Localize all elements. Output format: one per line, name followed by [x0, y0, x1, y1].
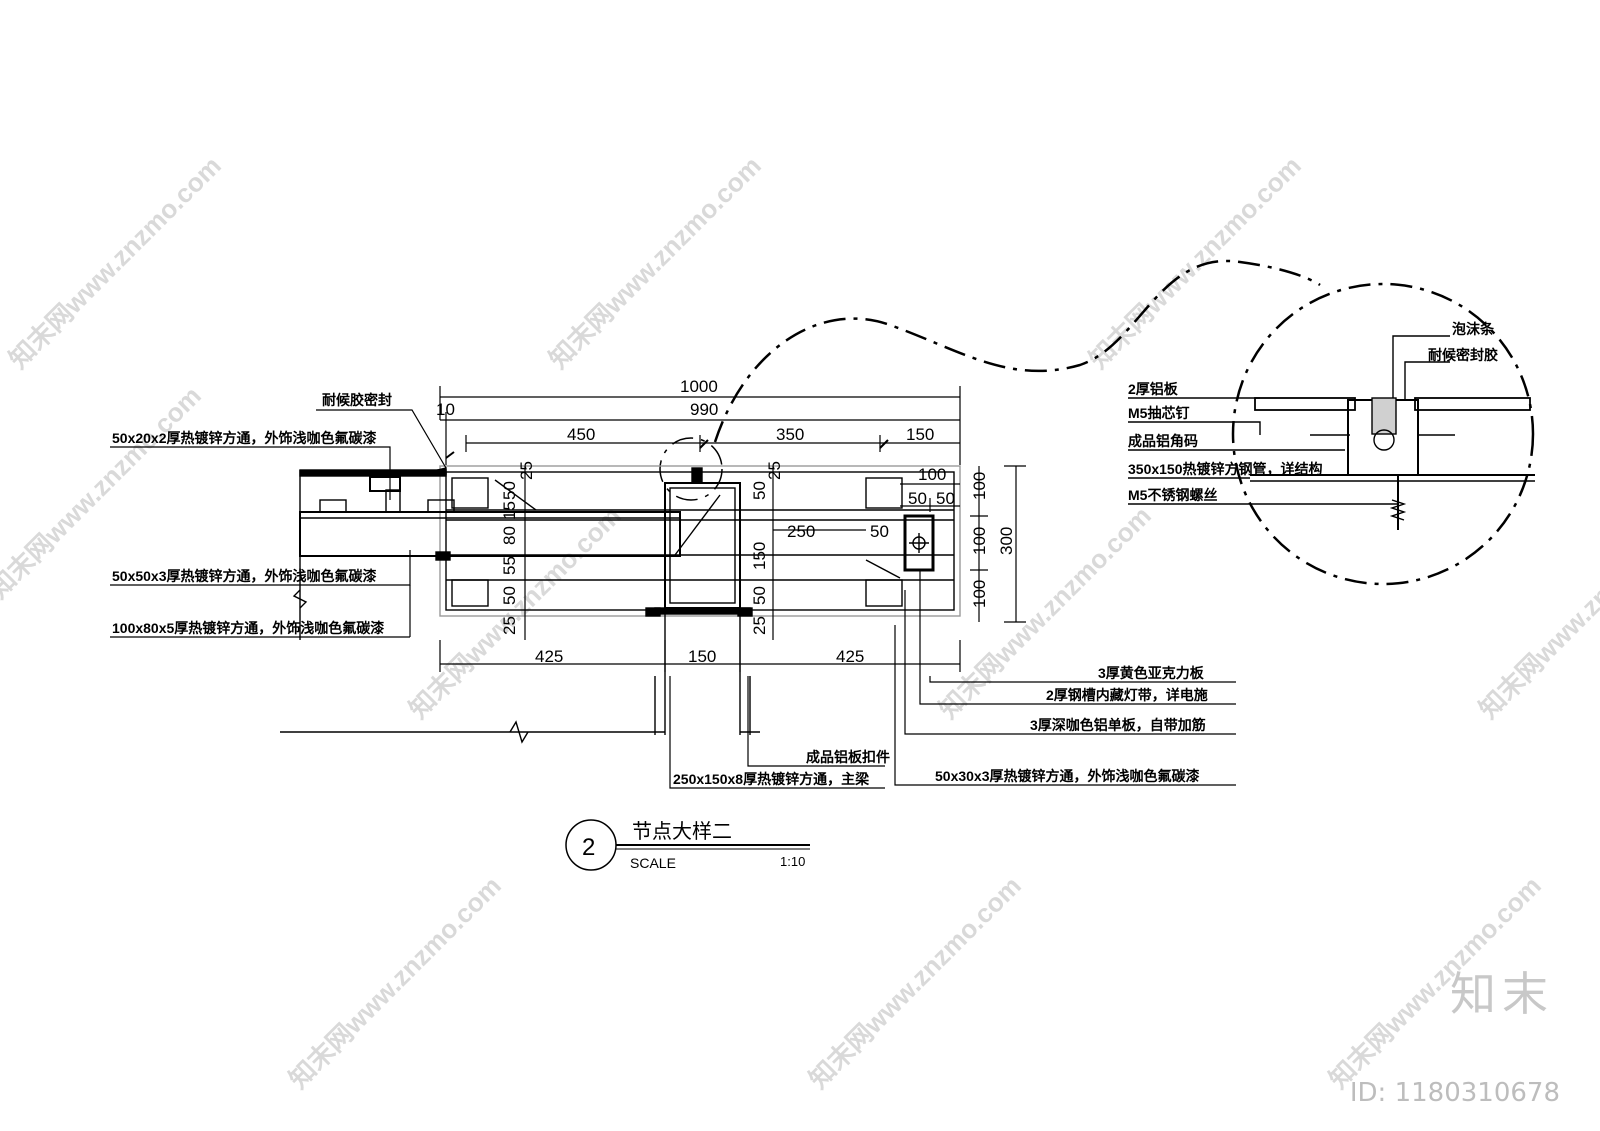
dim-50-right-b: 50 [936, 489, 955, 508]
callout-leader [659, 259, 1535, 586]
label-tube-50x30: 50x30x3厚热镀锌方通，外饰浅咖色氟碳漆 [935, 768, 1200, 784]
detail-title: 节点大样二 [632, 820, 732, 843]
brand-logo: 知末 [1450, 967, 1554, 1021]
scale-value: 1:10 [780, 854, 805, 869]
dim-425-right: 425 [836, 647, 864, 666]
label-tube-100x80: 100x80x5厚热镀锌方通，外饰浅咖色氟碳漆 [112, 620, 384, 636]
dim-100-v3: 100 [970, 580, 989, 608]
dim-25-mid-top: 25 [765, 461, 784, 480]
label-led: 2厚钢槽内藏灯带，详电施 [1046, 687, 1208, 703]
watermark-text: 知末网www.znzmo.com [283, 870, 507, 1094]
dim-25-left-bottom: 25 [500, 616, 519, 635]
dim-990: 990 [690, 400, 718, 419]
label-alu-panel: 3厚深咖色铝单板，自带加筋 [1030, 717, 1206, 733]
detail-number: 2 [582, 834, 595, 861]
scale-label: SCALE [630, 855, 676, 871]
dim-55-left: 55 [500, 556, 519, 575]
dim-450: 450 [567, 425, 595, 444]
dim-300: 300 [997, 527, 1016, 555]
dim-150: 150 [906, 425, 934, 444]
dim-15-left: 15 [500, 501, 519, 520]
label-seal: 耐候胶密封 [322, 392, 392, 408]
dim-350: 350 [776, 425, 804, 444]
dim-100-v2: 100 [970, 527, 989, 555]
dim-50-left-b: 50 [500, 586, 519, 605]
label-tube-50x50: 50x50x3厚热镀锌方通，外饰浅咖色氟碳漆 [112, 568, 377, 584]
dim-250: 250 [787, 522, 815, 541]
dim-150-mid: 150 [750, 542, 769, 570]
dim-150-bottom: 150 [688, 647, 716, 666]
dim-50-mid-b: 50 [750, 586, 769, 605]
dim-10: 10 [436, 400, 455, 419]
detail-label-sealant: 耐候密封胶 [1428, 347, 1498, 363]
watermark-text: 知末网www.znzmo.com [803, 870, 1027, 1094]
enlarged-detail [1128, 335, 1535, 530]
label-tube-50x20: 50x20x2厚热镀锌方通，外饰浅咖色氟碳漆 [112, 430, 377, 446]
dim-50-right-a: 50 [908, 489, 927, 508]
watermark-text: 知末网www.znzmo.com [1473, 500, 1600, 724]
dim-25-mid-bottom: 25 [750, 616, 769, 635]
detail-label-screw: M5不锈钢螺丝 [1128, 487, 1217, 503]
dimension-lines [439, 386, 1026, 672]
detail-label-rivet: M5抽芯钉 [1128, 405, 1189, 421]
dim-50-mid: 50 [750, 481, 769, 500]
dim-425-left: 425 [535, 647, 563, 666]
watermark-text: 知末网www.znzmo.com [3, 150, 227, 374]
dim-80-left: 80 [500, 526, 519, 545]
section-drawing [280, 465, 961, 744]
label-clip: 成品铝板扣件 [806, 749, 890, 765]
detail-label-foam: 泡沫条 [1452, 321, 1495, 337]
leader-lines [110, 409, 1236, 789]
document-id: ID: 1180310678 [1349, 1078, 1560, 1108]
dim-100-v1: 100 [970, 472, 989, 500]
dim-50-h: 50 [870, 522, 889, 541]
dimension-text: 1000 990 10 450 350 150 100 50 50 100 10… [436, 377, 1016, 666]
title-block: 2 节点大样二 SCALE 1:10 [565, 819, 810, 871]
label-main-beam: 250x150x8厚热镀锌方通，主梁 [673, 771, 870, 787]
dim-100-right: 100 [918, 465, 946, 484]
dim-1000: 1000 [680, 377, 718, 396]
detail-label-alu2: 2厚铝板 [1128, 381, 1179, 397]
dim-50-left: 50 [500, 481, 519, 500]
label-acrylic: 3厚黄色亚克力板 [1098, 665, 1205, 681]
watermark-text: 知末网www.znzmo.com [543, 150, 767, 374]
callout-labels: 耐候胶密封 50x20x2厚热镀锌方通，外饰浅咖色氟碳漆 50x50x3厚热镀锌… [112, 392, 1208, 787]
detail-label-corner: 成品铝角码 [1128, 433, 1198, 449]
detail-label-steel: 350x150热镀锌方钢管，详结构 [1128, 461, 1323, 477]
detail-labels: 泡沫条 耐候密封胶 2厚铝板 M5抽芯钉 成品铝角码 350x150热镀锌方钢管… [1128, 321, 1498, 503]
dim-25-left-top: 25 [517, 461, 536, 480]
